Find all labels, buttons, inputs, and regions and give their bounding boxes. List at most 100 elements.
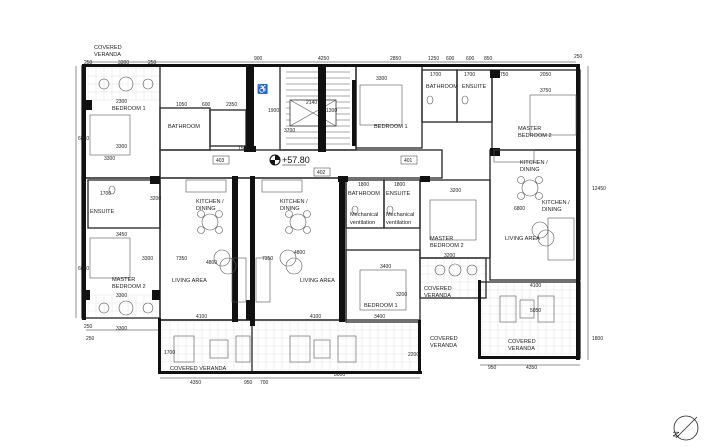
elevation-marker-icon <box>269 154 281 166</box>
dimension-text: 2140 <box>306 100 317 106</box>
room-label: BATHROOM <box>348 191 380 197</box>
room-label: ENSUITE <box>462 84 487 90</box>
dimension-text: 1800 <box>358 182 369 188</box>
dimension-text: 900 <box>254 56 263 62</box>
dimension-text: 1500 <box>238 146 249 152</box>
dimension-text: 4800 <box>294 250 305 256</box>
room-label: COVERED VERANDA <box>170 366 227 372</box>
dimension-text: 4100 <box>196 314 207 320</box>
room-label: COVERED <box>430 336 458 342</box>
room-label: BATHROOM <box>426 84 458 90</box>
room-label: VERANDA <box>424 293 451 299</box>
furniture <box>89 76 577 363</box>
dimension-text: 3700 <box>284 128 295 134</box>
dimension-text: 2850 <box>390 56 401 62</box>
room-label: COVERED <box>94 45 122 51</box>
room-label: LIVING AREA <box>505 236 540 242</box>
room-label: LIVING AREA <box>172 278 207 284</box>
dimension-text: 6000 <box>78 266 89 272</box>
dimension-text: 850 <box>484 56 493 62</box>
dimension-text: 600 <box>202 102 211 108</box>
room-label: KITCHEN / <box>542 200 570 206</box>
dimension-text: 1700 <box>464 72 475 78</box>
room-label: DINING <box>196 206 216 212</box>
dimension-text: 3200 <box>396 292 407 298</box>
dimension-text: 1700 <box>100 191 111 197</box>
dimension-lines <box>75 61 589 379</box>
dimension-text: 4350 <box>526 365 537 371</box>
dimension-text: 250 <box>574 54 583 60</box>
dimension-text: 950 <box>244 380 253 386</box>
room-label: VERANDA <box>508 346 535 352</box>
room-label: ventilation <box>386 220 411 226</box>
dimension-text: 4100 <box>530 283 541 289</box>
dimension-text: 8000 <box>334 372 345 378</box>
room-label: Mechanical <box>350 212 378 218</box>
room-label: VERANDA <box>94 52 121 58</box>
dimension-text: 250 <box>84 324 93 330</box>
room-label: MASTER <box>518 126 541 132</box>
room-label: BEDROOM 2 <box>518 133 552 139</box>
room-label: ENSUITE <box>90 209 115 215</box>
dimension-text: 4350 <box>190 380 201 386</box>
room-label: BEDROOM 2 <box>112 284 146 290</box>
dimension-text: 600 <box>446 56 455 62</box>
dimension-text: 3300 <box>116 293 127 299</box>
room-label: ENSUITE <box>386 191 411 197</box>
dimension-text: 250 <box>86 336 95 342</box>
svg-text:N: N <box>672 431 681 437</box>
room-label: KITCHEN / <box>280 199 308 205</box>
dimension-text: 3400 <box>380 264 391 270</box>
room-label: BEDROOM 1 <box>112 106 146 112</box>
dimension-text: 1250 <box>428 56 439 62</box>
dimension-texts: 250 3300 250 900 4250 2850 1250 600 600 850 250 190… <box>78 54 606 386</box>
dimension-text: 3450 <box>116 232 127 238</box>
room-label: DINING <box>542 207 562 213</box>
dimension-text: 12450 <box>592 186 606 192</box>
dimension-text: 3200 <box>444 253 455 259</box>
dimension-text: 1050 <box>176 102 187 108</box>
room-label: DINING <box>280 206 300 212</box>
dimension-text: 1700 <box>164 350 175 356</box>
dimension-text: 600 <box>466 56 475 62</box>
room-label: LIVING AREA <box>300 278 335 284</box>
room-label: BATHROOM <box>168 124 200 130</box>
dimension-text: 3300 <box>376 76 387 82</box>
dimension-text: 2350 <box>226 102 237 108</box>
dimension-text: 750 <box>500 72 509 78</box>
dimension-text: 3300 <box>104 156 115 162</box>
dimension-text: 2200 <box>408 352 419 358</box>
room-label: KITCHEN / <box>196 199 224 205</box>
dimension-text: 6850 <box>78 136 89 142</box>
room-label: COVERED <box>424 286 452 292</box>
room-label: VERANDA <box>430 343 457 349</box>
room-label: BEDROOM 1 <box>374 124 408 130</box>
dimension-text: 5050 <box>530 308 541 314</box>
dimension-text: 3200 <box>150 196 161 202</box>
dimension-text: 1900 <box>268 108 279 114</box>
dimension-text: 950 <box>488 365 497 371</box>
dimension-text: 2050 <box>540 72 551 78</box>
structural-walls <box>82 64 580 374</box>
dimension-text: 3300 <box>118 60 129 66</box>
dimension-text: 1300 <box>326 108 337 114</box>
dimension-text: 3300 <box>116 144 127 150</box>
dimension-text: 3750 <box>540 88 551 94</box>
dimension-text: 6800 <box>514 206 525 212</box>
dimension-text: 3300 <box>142 256 153 262</box>
dimension-text: 4250 <box>318 56 329 62</box>
dimension-text: 3400 <box>374 314 385 320</box>
room-label: DINING <box>520 167 540 173</box>
dimension-text: 7350 <box>262 256 273 262</box>
dimension-text: 1800 <box>592 336 603 342</box>
dimension-text: 250 <box>148 60 157 66</box>
dimension-text: 2300 <box>116 99 127 105</box>
room-label: ventilation <box>350 220 375 226</box>
room-label: BEDROOM 2 <box>430 243 464 249</box>
dimension-text: 3200 <box>450 188 461 194</box>
dimension-text: 1700 <box>430 72 441 78</box>
room-label: BEDROOM 1 <box>364 303 398 309</box>
room-label: COVERED <box>508 339 536 345</box>
